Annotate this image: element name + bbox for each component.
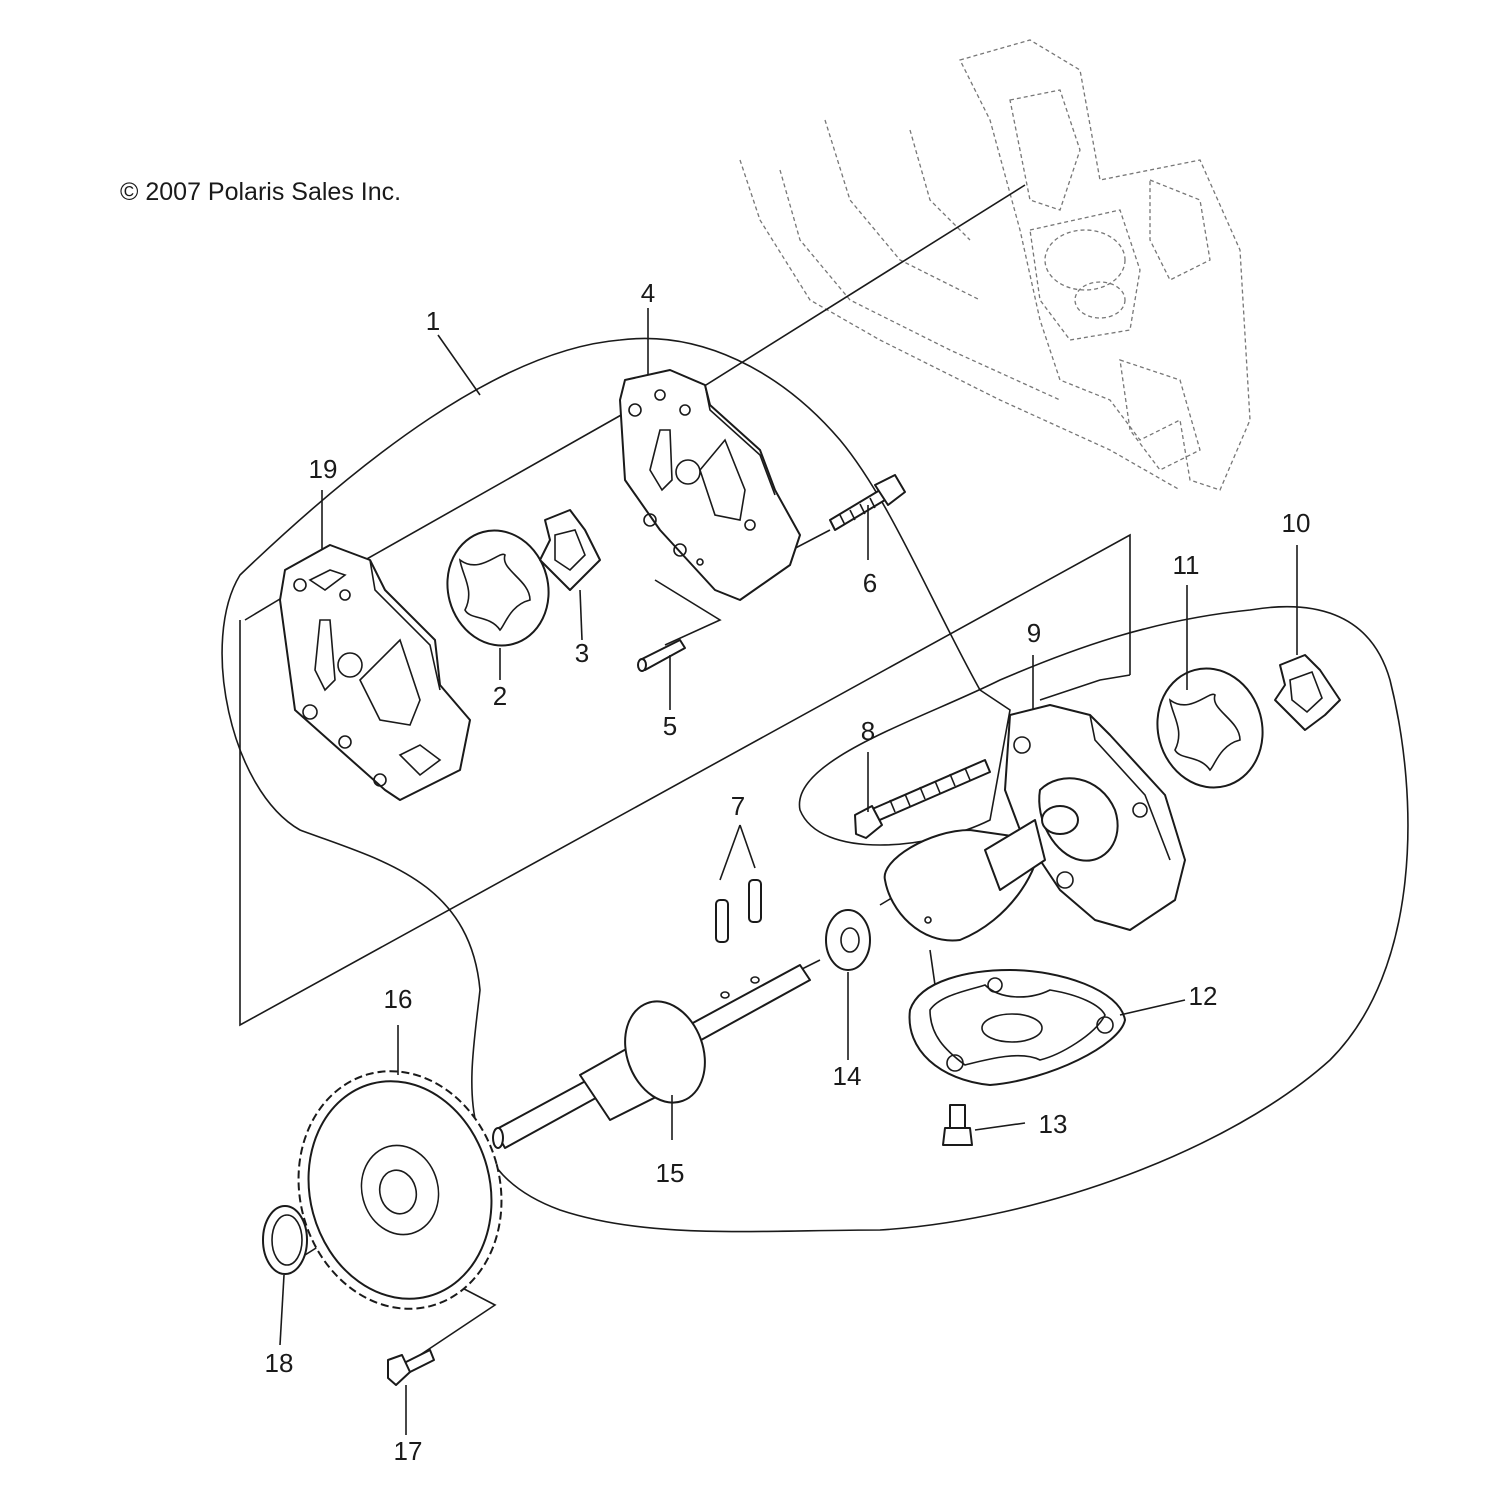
- drive-shaft: [492, 964, 811, 1149]
- cover-plate: [908, 969, 1126, 1086]
- drive-gear: [297, 1070, 503, 1310]
- callout-3: 3: [575, 638, 589, 668]
- callout-17: 17: [394, 1436, 423, 1466]
- callout-12: 12: [1189, 981, 1218, 1011]
- callout-8: 8: [861, 716, 875, 746]
- callout-18: 18: [265, 1348, 294, 1378]
- callout-13: 13: [1039, 1109, 1068, 1139]
- callout-19: 19: [309, 454, 338, 484]
- callout-10: 10: [1282, 508, 1311, 538]
- callout-1: 1: [426, 306, 440, 336]
- assembly-boundary: [221, 337, 1409, 1233]
- bolt-17: [387, 1349, 435, 1386]
- outer-rotor: [446, 529, 550, 647]
- pins-7: [715, 879, 762, 943]
- callout-16: 16: [384, 984, 413, 1014]
- callout-15: 15: [656, 1158, 685, 1188]
- callout-14: 14: [833, 1061, 862, 1091]
- bolt-8: [854, 759, 991, 839]
- inner-rotor: [539, 509, 601, 591]
- screw-6: [829, 474, 906, 531]
- copyright-notice: © 2007 Polaris Sales Inc.: [120, 178, 402, 206]
- pump-plate-rear: [279, 544, 471, 801]
- callout-9: 9: [1027, 618, 1041, 648]
- callout-7: 7: [731, 791, 745, 821]
- callout-6: 6: [863, 568, 877, 598]
- callout-11: 11: [1173, 550, 1200, 580]
- outer-rotor-2: [1156, 667, 1264, 789]
- screw-13: [942, 1104, 973, 1146]
- dowel-pin-5: [637, 639, 686, 672]
- callout-2: 2: [493, 681, 507, 711]
- inner-rotor-2: [1274, 654, 1341, 731]
- callout-labels: 1 2 3 4 5 6 7 8 9 10 11 12 13 14 15 16 1…: [265, 278, 1311, 1466]
- callout-leaders: [279, 308, 1298, 1435]
- washer-14: [825, 909, 871, 971]
- washer-18: [262, 1205, 308, 1275]
- callout-4: 4: [641, 278, 655, 308]
- pump-plate-front: [619, 369, 801, 601]
- callout-5: 5: [663, 711, 677, 741]
- strainer-plate: [883, 819, 1046, 942]
- pump-housing: [1004, 704, 1186, 931]
- engine-case-ghost: [739, 39, 1251, 491]
